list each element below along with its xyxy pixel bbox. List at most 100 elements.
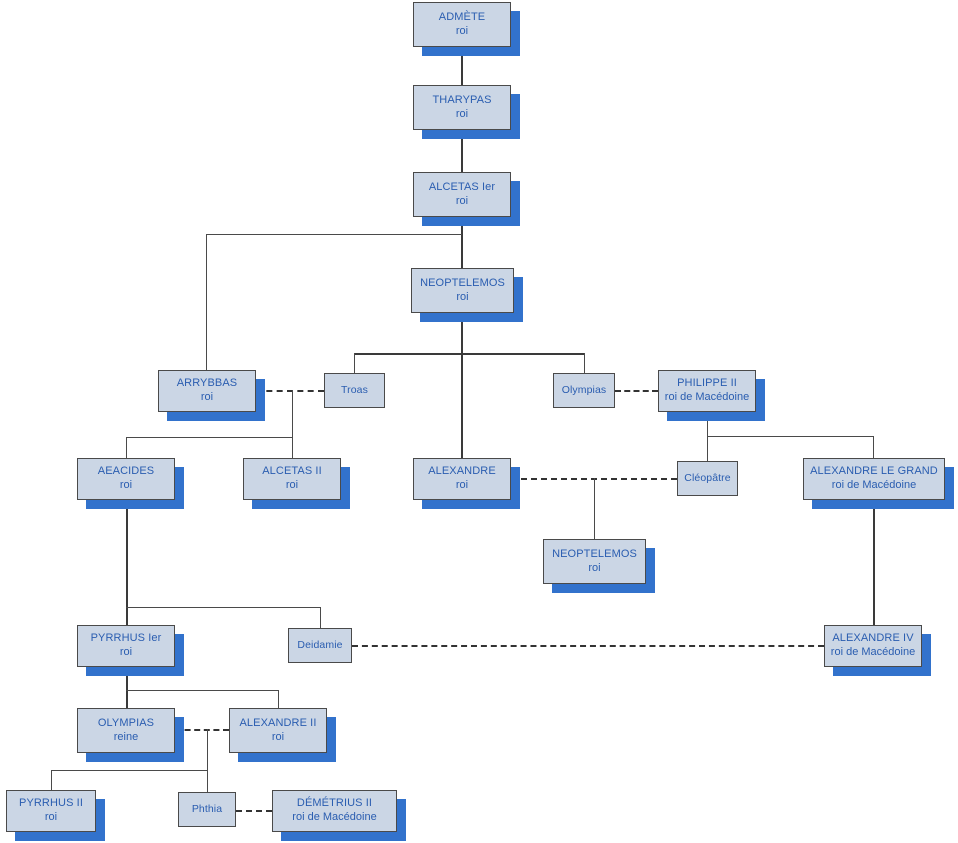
- connector-alexandregrand-alexandre4: [873, 500, 875, 625]
- node-name: PYRRHUS Ier: [90, 632, 162, 645]
- connector-neoptelemos1-alexandre: [461, 353, 463, 458]
- node-title: roi: [455, 24, 469, 37]
- connector-drop-troas: [354, 353, 355, 373]
- node-cleopatre[interactable]: Cléopâtre: [677, 461, 738, 496]
- connector-admete-tharypas: [461, 47, 463, 85]
- marriage-olympias-philippe2: [615, 390, 658, 392]
- node-phthia[interactable]: Phthia: [178, 792, 236, 827]
- connector-drop-alcetas2: [292, 437, 293, 458]
- node-title: roi de Macédoine: [831, 479, 917, 491]
- connector-drop-olympias1: [584, 353, 585, 373]
- node-title: roi: [271, 730, 285, 743]
- node-title: reine: [113, 730, 139, 743]
- connector-alcetas1-children-bar: [206, 234, 462, 235]
- node-box: Olympias: [553, 373, 615, 408]
- node-name: Phthia: [191, 802, 223, 815]
- connector-drop-philippe2: [707, 412, 708, 436]
- node-name: ALCETAS Ier: [428, 180, 496, 193]
- node-box: Cléopâtre: [677, 461, 738, 496]
- connector-olympias2-children-bar: [51, 770, 207, 771]
- marriage-olympias2-alexandre2: [175, 729, 229, 731]
- node-name: ALEXANDRE LE GRAND: [810, 465, 938, 478]
- node-name: Cléopâtre: [684, 471, 731, 484]
- node-name: NEOPTELEMOS: [420, 276, 505, 289]
- connector-drop-arrybbas: [206, 234, 207, 370]
- connector-neoptelemos1-children-bar: [354, 353, 585, 355]
- node-title: roi de Macédoine: [292, 811, 377, 823]
- connector-drop-arrybbas-children: [292, 390, 293, 437]
- node-troas[interactable]: Troas: [324, 373, 385, 408]
- node-name: PHILIPPE II: [677, 377, 737, 390]
- marriage-deidamie-alexandre4: [352, 645, 824, 647]
- connector-pyrrhus1-children-bar: [126, 690, 278, 691]
- node-name: Troas: [341, 383, 368, 396]
- connector-drop-aeacides: [126, 437, 127, 458]
- connector-drop-cleopatre: [707, 436, 708, 461]
- node-name: ARRYBBAS: [176, 377, 238, 390]
- node-name: ADMÈTE: [438, 10, 486, 23]
- node-title: roi: [456, 290, 469, 303]
- node-name: Deidamie: [297, 638, 343, 651]
- node-name: OLYMPIAS: [97, 716, 155, 729]
- node-title: roi: [455, 194, 469, 207]
- node-title: roi de Macédoine: [664, 391, 750, 403]
- node-name: DÉMÉTRIUS II: [296, 797, 373, 810]
- node-name: PYRRHUS II: [19, 797, 83, 810]
- node-name: AEACIDES: [97, 465, 155, 478]
- node-deidamie[interactable]: Deidamie: [288, 628, 352, 663]
- node-title: roi de Macédoine: [830, 646, 916, 658]
- connector-drop-phthia: [207, 770, 208, 792]
- connector-aeacides-children-bar: [126, 607, 320, 608]
- connector-aeacides-trunk: [126, 500, 128, 625]
- connector-drop-pyrrhus2: [51, 770, 52, 790]
- node-title: roi: [455, 107, 469, 120]
- node-title: roi: [455, 479, 469, 491]
- connector-pyrrhus1-trunk: [126, 667, 128, 708]
- node-box: Troas: [324, 373, 385, 408]
- node-name: NEOPTELEMOS: [552, 547, 637, 560]
- connector-drop-alexandregrand: [873, 436, 874, 458]
- node-name: ALEXANDRE II: [239, 716, 317, 729]
- node-title: roi: [44, 811, 58, 823]
- node-name: ALEXANDRE: [428, 465, 496, 478]
- connector-tharypas-alcetas1: [461, 130, 463, 172]
- connector-drop-alexandre2: [278, 690, 279, 708]
- node-name: THARYPAS: [432, 93, 492, 106]
- node-name: ALCETAS II: [262, 465, 322, 478]
- node-title: roi: [200, 391, 214, 403]
- node-olympias1[interactable]: Olympias: [553, 373, 615, 408]
- connector-drop-neoptelemos2: [594, 478, 595, 539]
- node-title: roi: [588, 561, 601, 574]
